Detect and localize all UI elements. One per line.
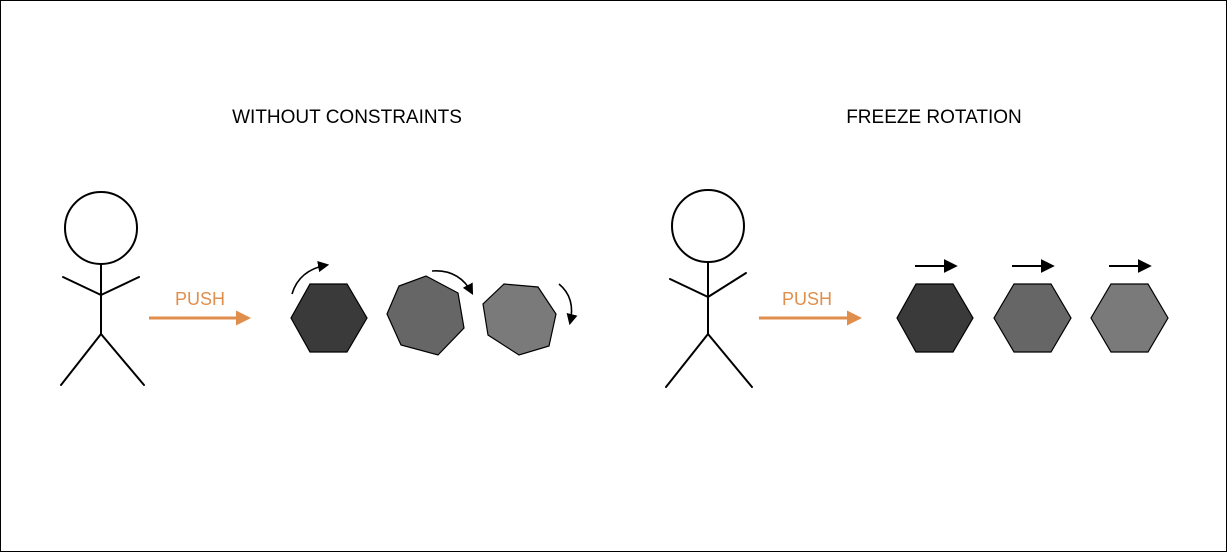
stick-figure — [665, 189, 753, 388]
hexagon-2 — [386, 275, 465, 356]
panel-without-constraints: WITHOUT CONSTRAINTS PUSH — [60, 107, 578, 386]
rotation-arrow-icon — [431, 270, 474, 295]
hexagon-1 — [896, 283, 974, 353]
hexagon-2 — [993, 283, 1072, 353]
stick-figure-right-leg — [100, 333, 145, 386]
stick-figure-left-leg — [665, 333, 709, 388]
rotation-arrow-icon — [291, 261, 330, 295]
panel-freeze-rotation: FREEZE ROTATION PUSH — [665, 107, 1169, 388]
panel-title: FREEZE ROTATION — [846, 107, 1022, 128]
hexagon-3 — [1090, 283, 1169, 353]
hexagon-3 — [482, 283, 557, 356]
push-label: PUSH — [782, 289, 832, 309]
stick-figure-left-arm — [62, 276, 102, 296]
stick-figure-right-arm — [100, 276, 140, 296]
rotation-arrow-icon — [558, 283, 578, 326]
stick-figure-right-arm — [707, 272, 747, 298]
stick-figure-left-arm — [669, 278, 709, 298]
hexagon-1 — [290, 283, 368, 353]
stick-figure-head — [64, 191, 138, 265]
push-label: PUSH — [175, 289, 225, 309]
panel-title: WITHOUT CONSTRAINTS — [232, 107, 462, 128]
stick-figure-right-leg — [707, 333, 753, 388]
stick-figure-left-leg — [60, 333, 102, 386]
stick-figure — [60, 191, 145, 386]
stick-figure-head — [671, 189, 745, 263]
